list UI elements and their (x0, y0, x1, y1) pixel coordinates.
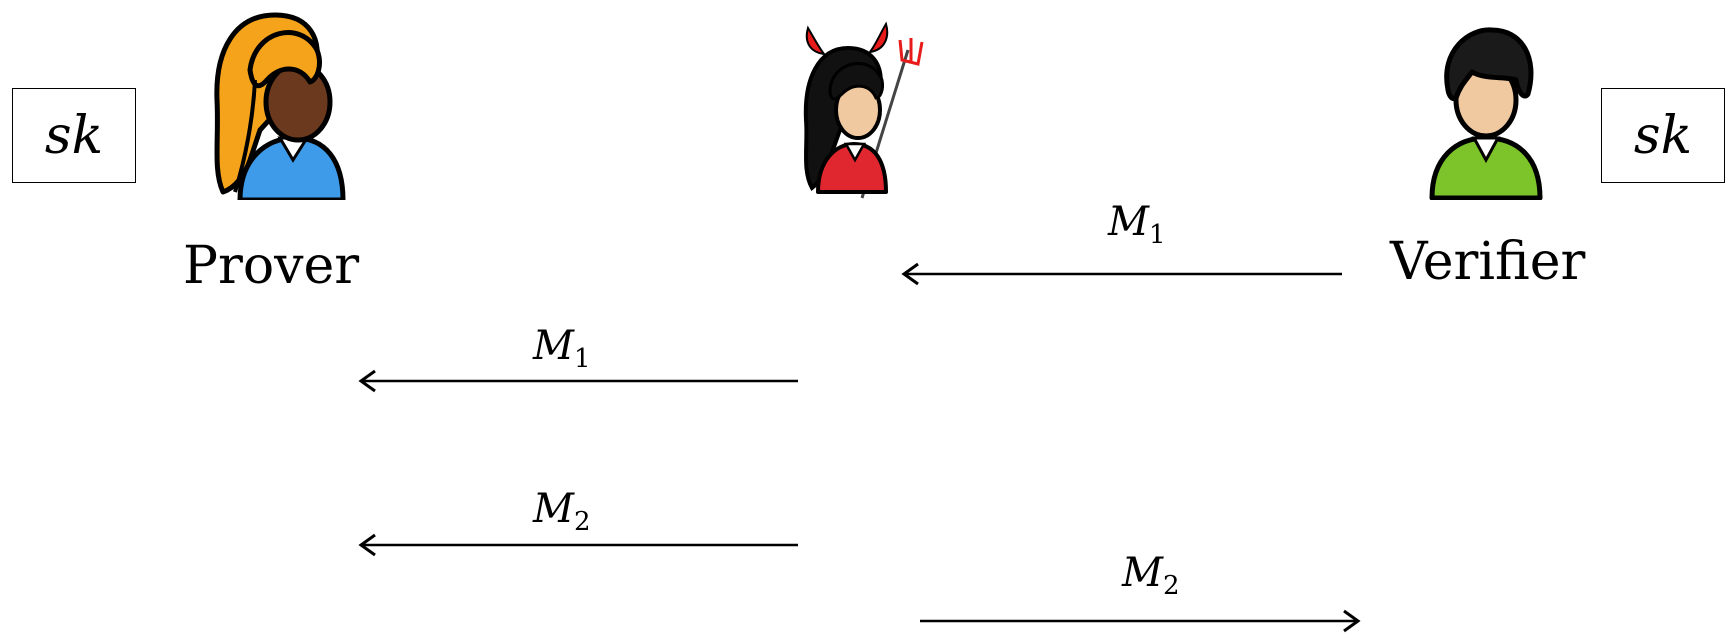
arrow-adversary-to-verifier (920, 609, 1361, 633)
message-label: M2 (1122, 550, 1180, 601)
arrow-message-2-left (358, 533, 798, 557)
prover-label: Prover (183, 236, 360, 296)
secret-key-label: sk (44, 105, 104, 166)
verifier-person-icon (1420, 20, 1555, 201)
message-label: M1 (533, 323, 591, 374)
devil-adversary-icon (790, 20, 950, 205)
secret-key-box-verifier: sk (1601, 88, 1725, 183)
secret-key-label: sk (1633, 105, 1693, 166)
arrow-adversary-to-prover (358, 369, 798, 393)
prover-person-icon (205, 10, 355, 203)
arrow-verifier-to-adversary (901, 262, 1342, 286)
secret-key-box-prover: sk (12, 88, 136, 183)
message-label: M1 (1108, 199, 1166, 250)
message-label: M2 (533, 486, 591, 537)
verifier-label: Verifier (1390, 232, 1586, 292)
